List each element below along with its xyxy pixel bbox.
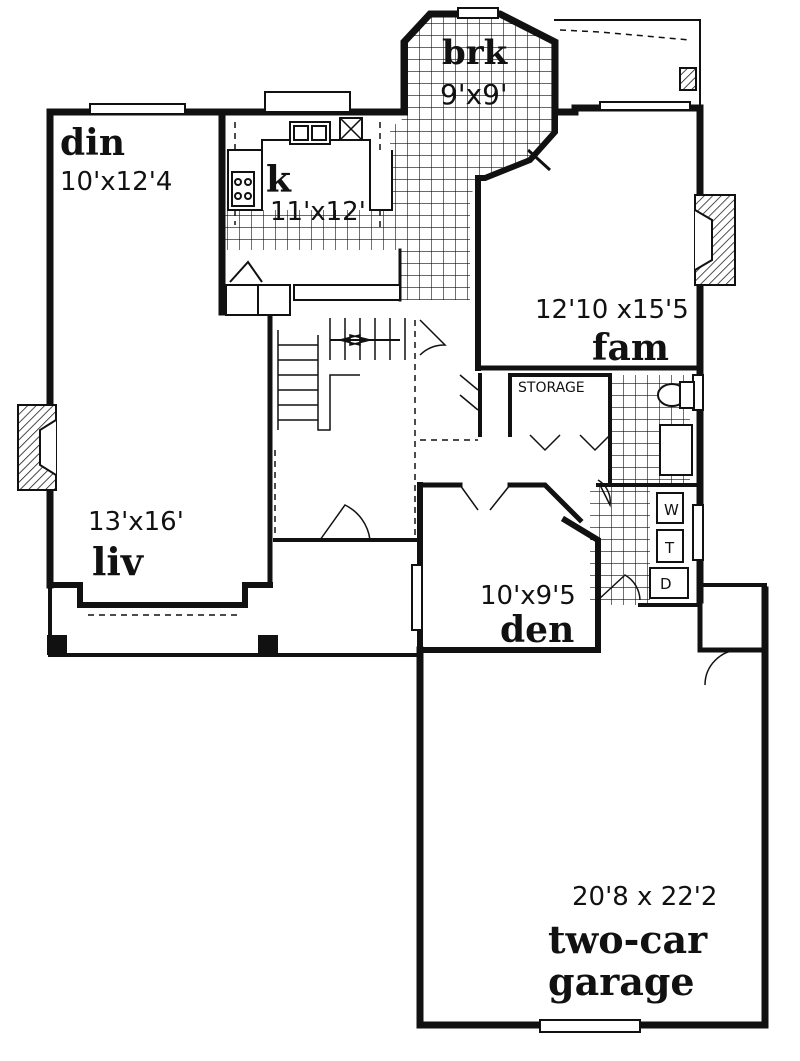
dryer-label: D <box>660 575 672 593</box>
stairs <box>277 318 406 431</box>
breakfast-name: brk <box>442 33 509 73</box>
toilet-label: T <box>664 539 675 557</box>
den-dims: 10'x9'5 <box>480 581 576 611</box>
living-dims: 13'x16' <box>88 507 184 537</box>
porch-columns <box>47 635 278 655</box>
door-swings <box>319 148 741 686</box>
dashed-outlines <box>88 29 691 616</box>
walls <box>46 10 769 1029</box>
laundry-appliances <box>649 492 689 599</box>
dining-name: din <box>60 122 125 164</box>
chimney-vent <box>679 67 697 91</box>
den-name: den <box>500 609 574 651</box>
kitchen-dims: 11'x12' <box>270 197 366 227</box>
living-name: liv <box>92 539 145 584</box>
windows <box>89 7 704 1033</box>
garage-dims: 20'8 x 22'2 <box>572 882 717 912</box>
toilet-box <box>656 529 684 563</box>
family-name: fam <box>592 327 669 369</box>
dining-dims: 10'x12'4 <box>60 167 172 197</box>
fireplace-living <box>17 404 57 491</box>
family-dims: 12'10 x15'5 <box>535 295 689 325</box>
garage-name-line2: garage <box>548 959 695 1004</box>
washer-label: W <box>664 501 679 519</box>
bathroom-fixtures <box>657 381 695 476</box>
breakfast-dims: 9'x9' <box>440 78 508 111</box>
storage-label: STORAGE <box>518 380 585 396</box>
kitchen-counters <box>225 117 401 316</box>
dryer <box>649 567 689 599</box>
kitchen-name: k <box>266 159 292 201</box>
garage-name-line1: two-car <box>548 917 708 962</box>
washer <box>656 492 684 524</box>
fireplace-family <box>694 194 736 286</box>
